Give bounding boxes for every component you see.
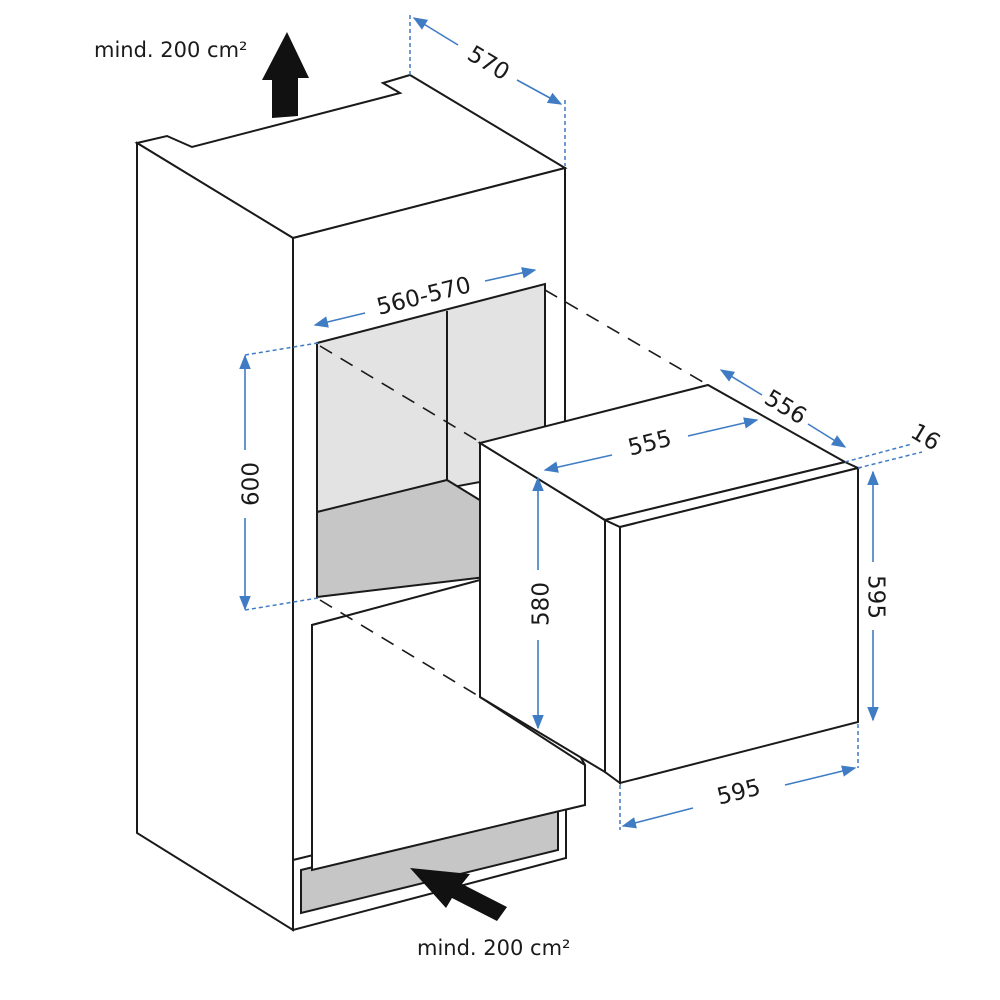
projection-line bbox=[319, 599, 481, 698]
dim-door-thickness: 16 bbox=[906, 419, 944, 456]
airflow-up-arrow-icon bbox=[262, 32, 309, 118]
airflow-in-arrow-icon bbox=[410, 868, 507, 921]
dim-appliance-height: 580 bbox=[529, 582, 555, 626]
projection-line bbox=[544, 289, 709, 386]
projection-line bbox=[319, 345, 481, 443]
dimensions: 570 560-570 600 555 556 16 580 595 bbox=[239, 15, 945, 830]
top-ventilation-note: mind. 200 cm² bbox=[94, 38, 247, 62]
dim-door-width: 595 bbox=[714, 775, 763, 811]
appliance-door bbox=[619, 466, 859, 785]
dim-niche-height: 600 bbox=[239, 462, 265, 506]
cabinet-side bbox=[136, 141, 294, 932]
door-edge bbox=[604, 518, 621, 785]
bottom-ventilation-note: mind. 200 cm² bbox=[417, 936, 570, 960]
dim-door-height: 595 bbox=[863, 575, 889, 619]
dim-cabinet-depth: 570 bbox=[463, 41, 514, 86]
